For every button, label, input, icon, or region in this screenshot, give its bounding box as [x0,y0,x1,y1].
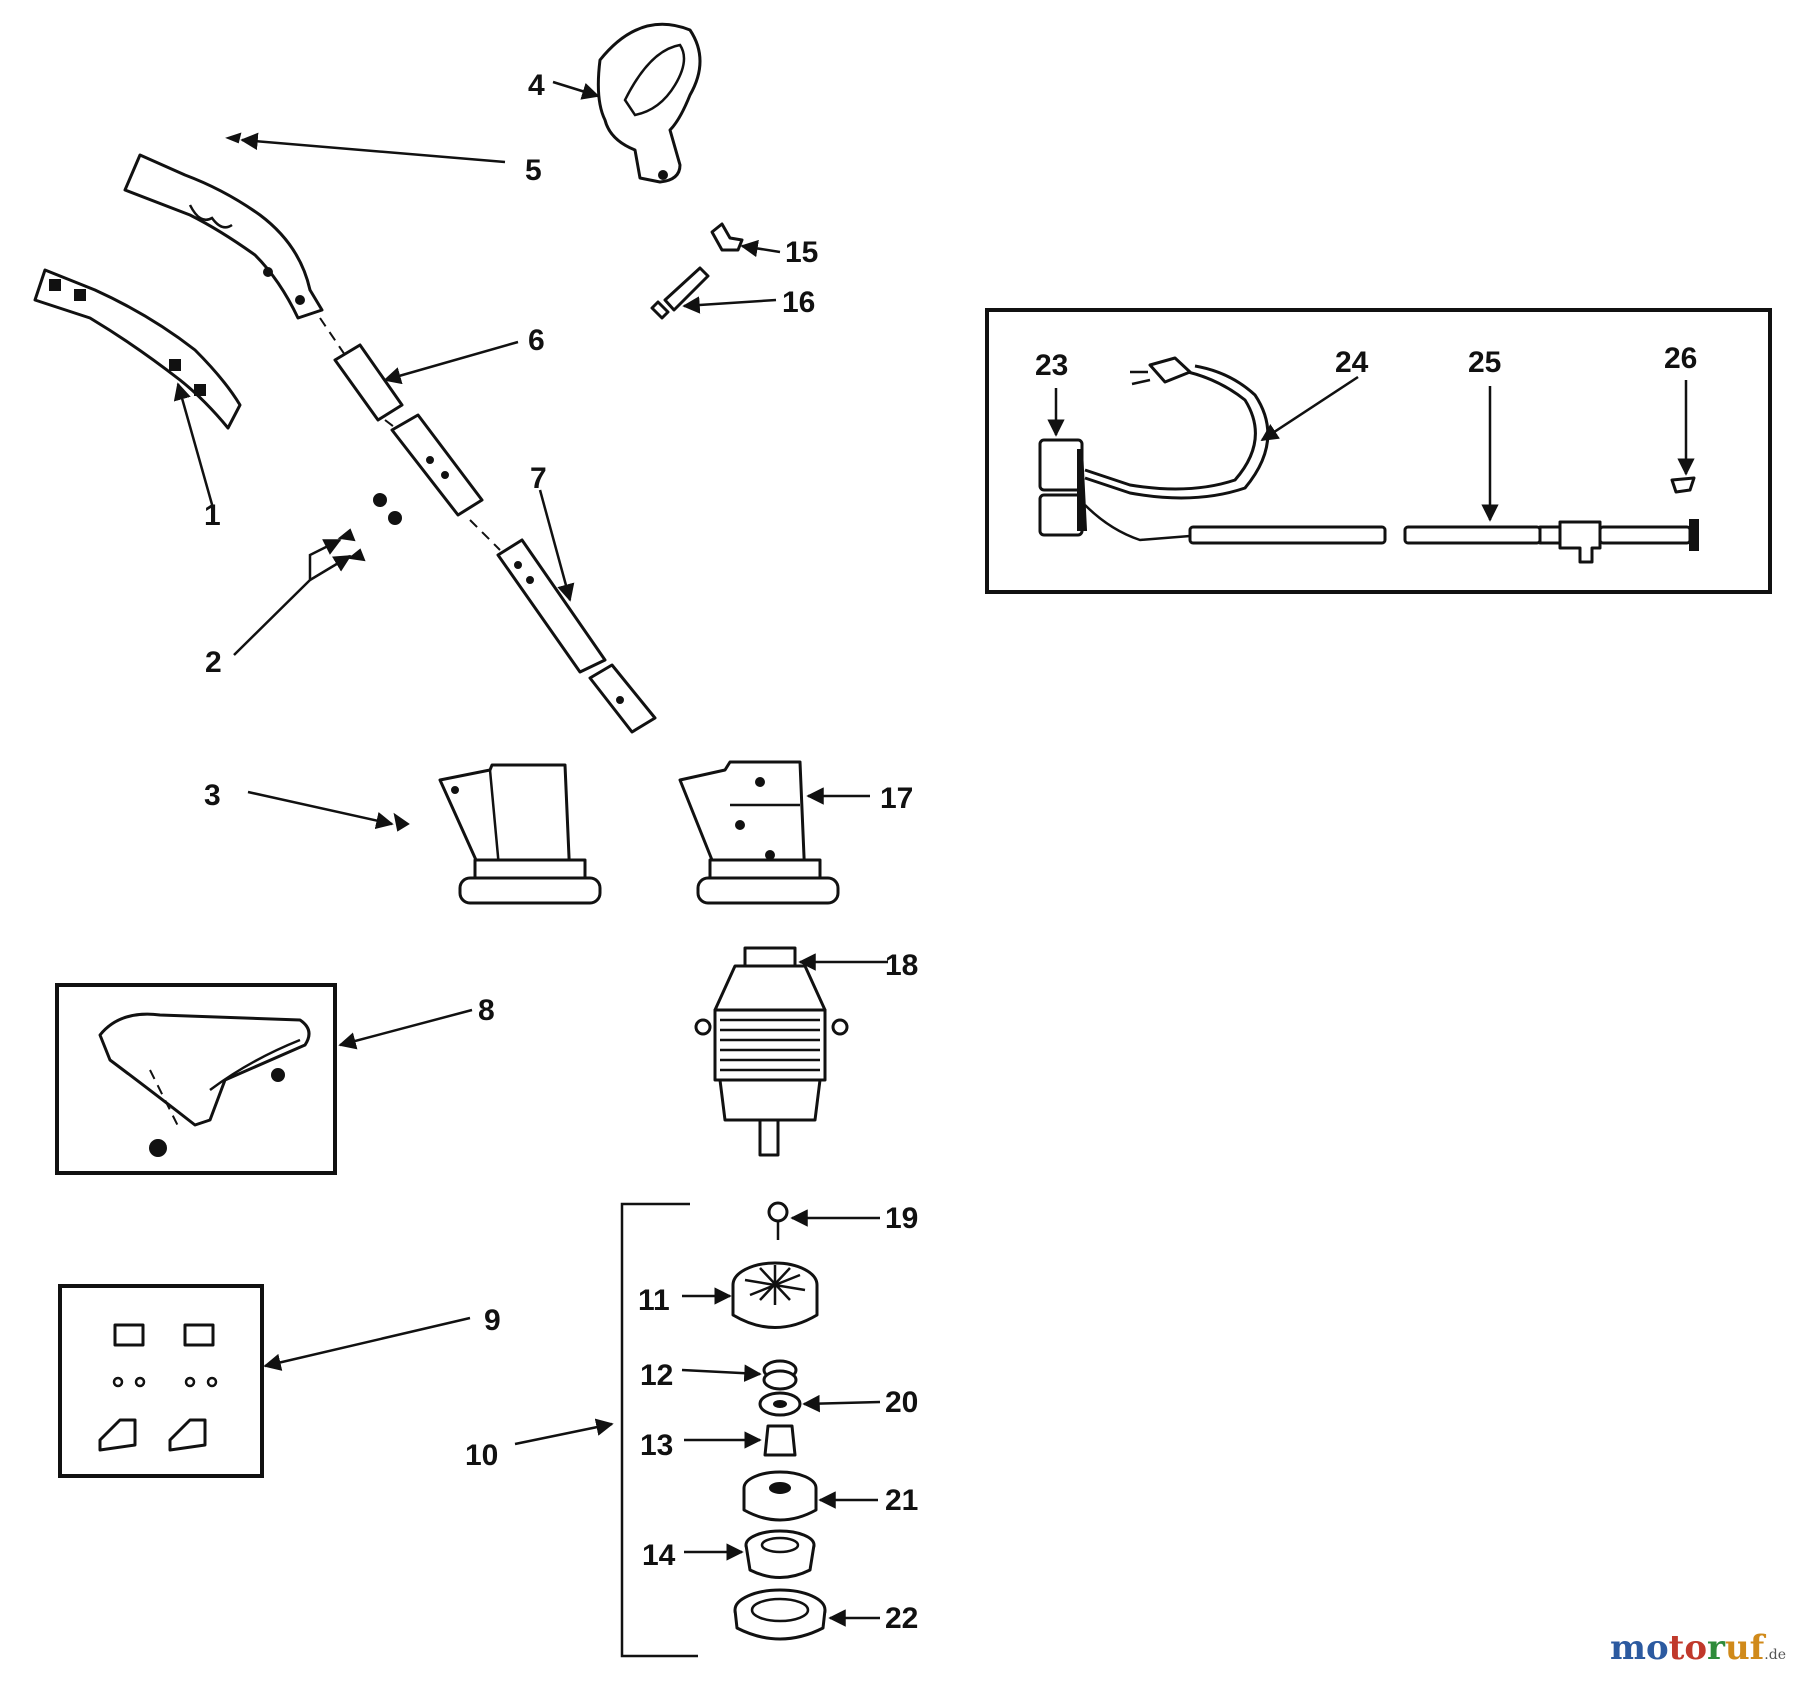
wiring-box [985,308,1772,594]
callout-21: 21 [885,1484,918,1517]
callout-14: 14 [642,1539,676,1572]
callout-18: 18 [885,949,918,982]
part-12-spring [681,1359,798,1391]
watermark-logo: motoruf.de [1610,1628,1786,1668]
part-10-bracket [514,1202,698,1658]
callout-16: 16 [782,286,815,319]
housing-left [438,763,602,905]
callout-6: 6 [528,324,545,357]
callout-4: 4 [528,69,545,102]
part-18-motor [694,946,888,1157]
callout-19: 19 [885,1202,918,1235]
callout-7: 7 [530,462,547,495]
callout-3: 3 [204,779,221,812]
part-20-washer [758,1391,881,1417]
callout-24: 24 [1335,346,1369,379]
callout-22: 22 [885,1602,918,1635]
part-3-screw [247,790,410,832]
part-24-cord [1084,356,1359,500]
part-5-screw [225,132,506,164]
callout-8: 8 [478,994,495,1027]
callout-5: 5 [525,154,542,187]
part-25-harness [1084,386,1699,564]
callout-1: 1 [204,499,221,532]
watermark-part-4: uf [1724,1628,1765,1668]
part-26-connector [1670,380,1696,494]
part-14-spool-cap [684,1529,816,1579]
callout-10: 10 [465,1439,498,1472]
part-22-ring [733,1588,880,1641]
part-8-guard-box [55,983,473,1175]
watermark-tld: .de [1764,1647,1786,1663]
part-19-screw [767,1201,880,1240]
part-17-housing-right [678,760,870,905]
callout-17: 17 [880,782,913,815]
part-1-handle-grip [33,268,242,509]
part-13-coupler [684,1424,797,1457]
part-11-fan [682,1261,819,1329]
callout-12: 12 [640,1359,673,1392]
callout-25: 25 [1468,346,1501,379]
part-2-screws [233,493,402,656]
callout-11: 11 [638,1284,670,1317]
callout-13: 13 [640,1429,673,1462]
callout-labels: 1 2 3 4 5 6 7 8 9 10 11 12 13 14 15 16 1… [204,69,1697,1635]
part-4-handle [552,22,702,184]
part-21-spool [742,1470,878,1522]
callout-9: 9 [484,1304,501,1337]
part-15-wing-nut [710,222,781,258]
part-upper-shaft-handle [123,153,324,320]
callout-20: 20 [885,1386,918,1419]
part-6-7-shaft [319,317,657,734]
watermark-part-3: r [1707,1628,1725,1668]
callout-15: 15 [785,236,818,269]
part-16-bolt [650,266,777,320]
watermark-part-2: to [1668,1628,1708,1668]
watermark-part-1: mo [1609,1628,1669,1668]
callout-2: 2 [205,646,222,679]
callout-26: 26 [1664,342,1697,375]
part-23-switch [1038,388,1088,537]
callout-23: 23 [1035,349,1068,382]
part-9-brush-box [58,1284,471,1478]
